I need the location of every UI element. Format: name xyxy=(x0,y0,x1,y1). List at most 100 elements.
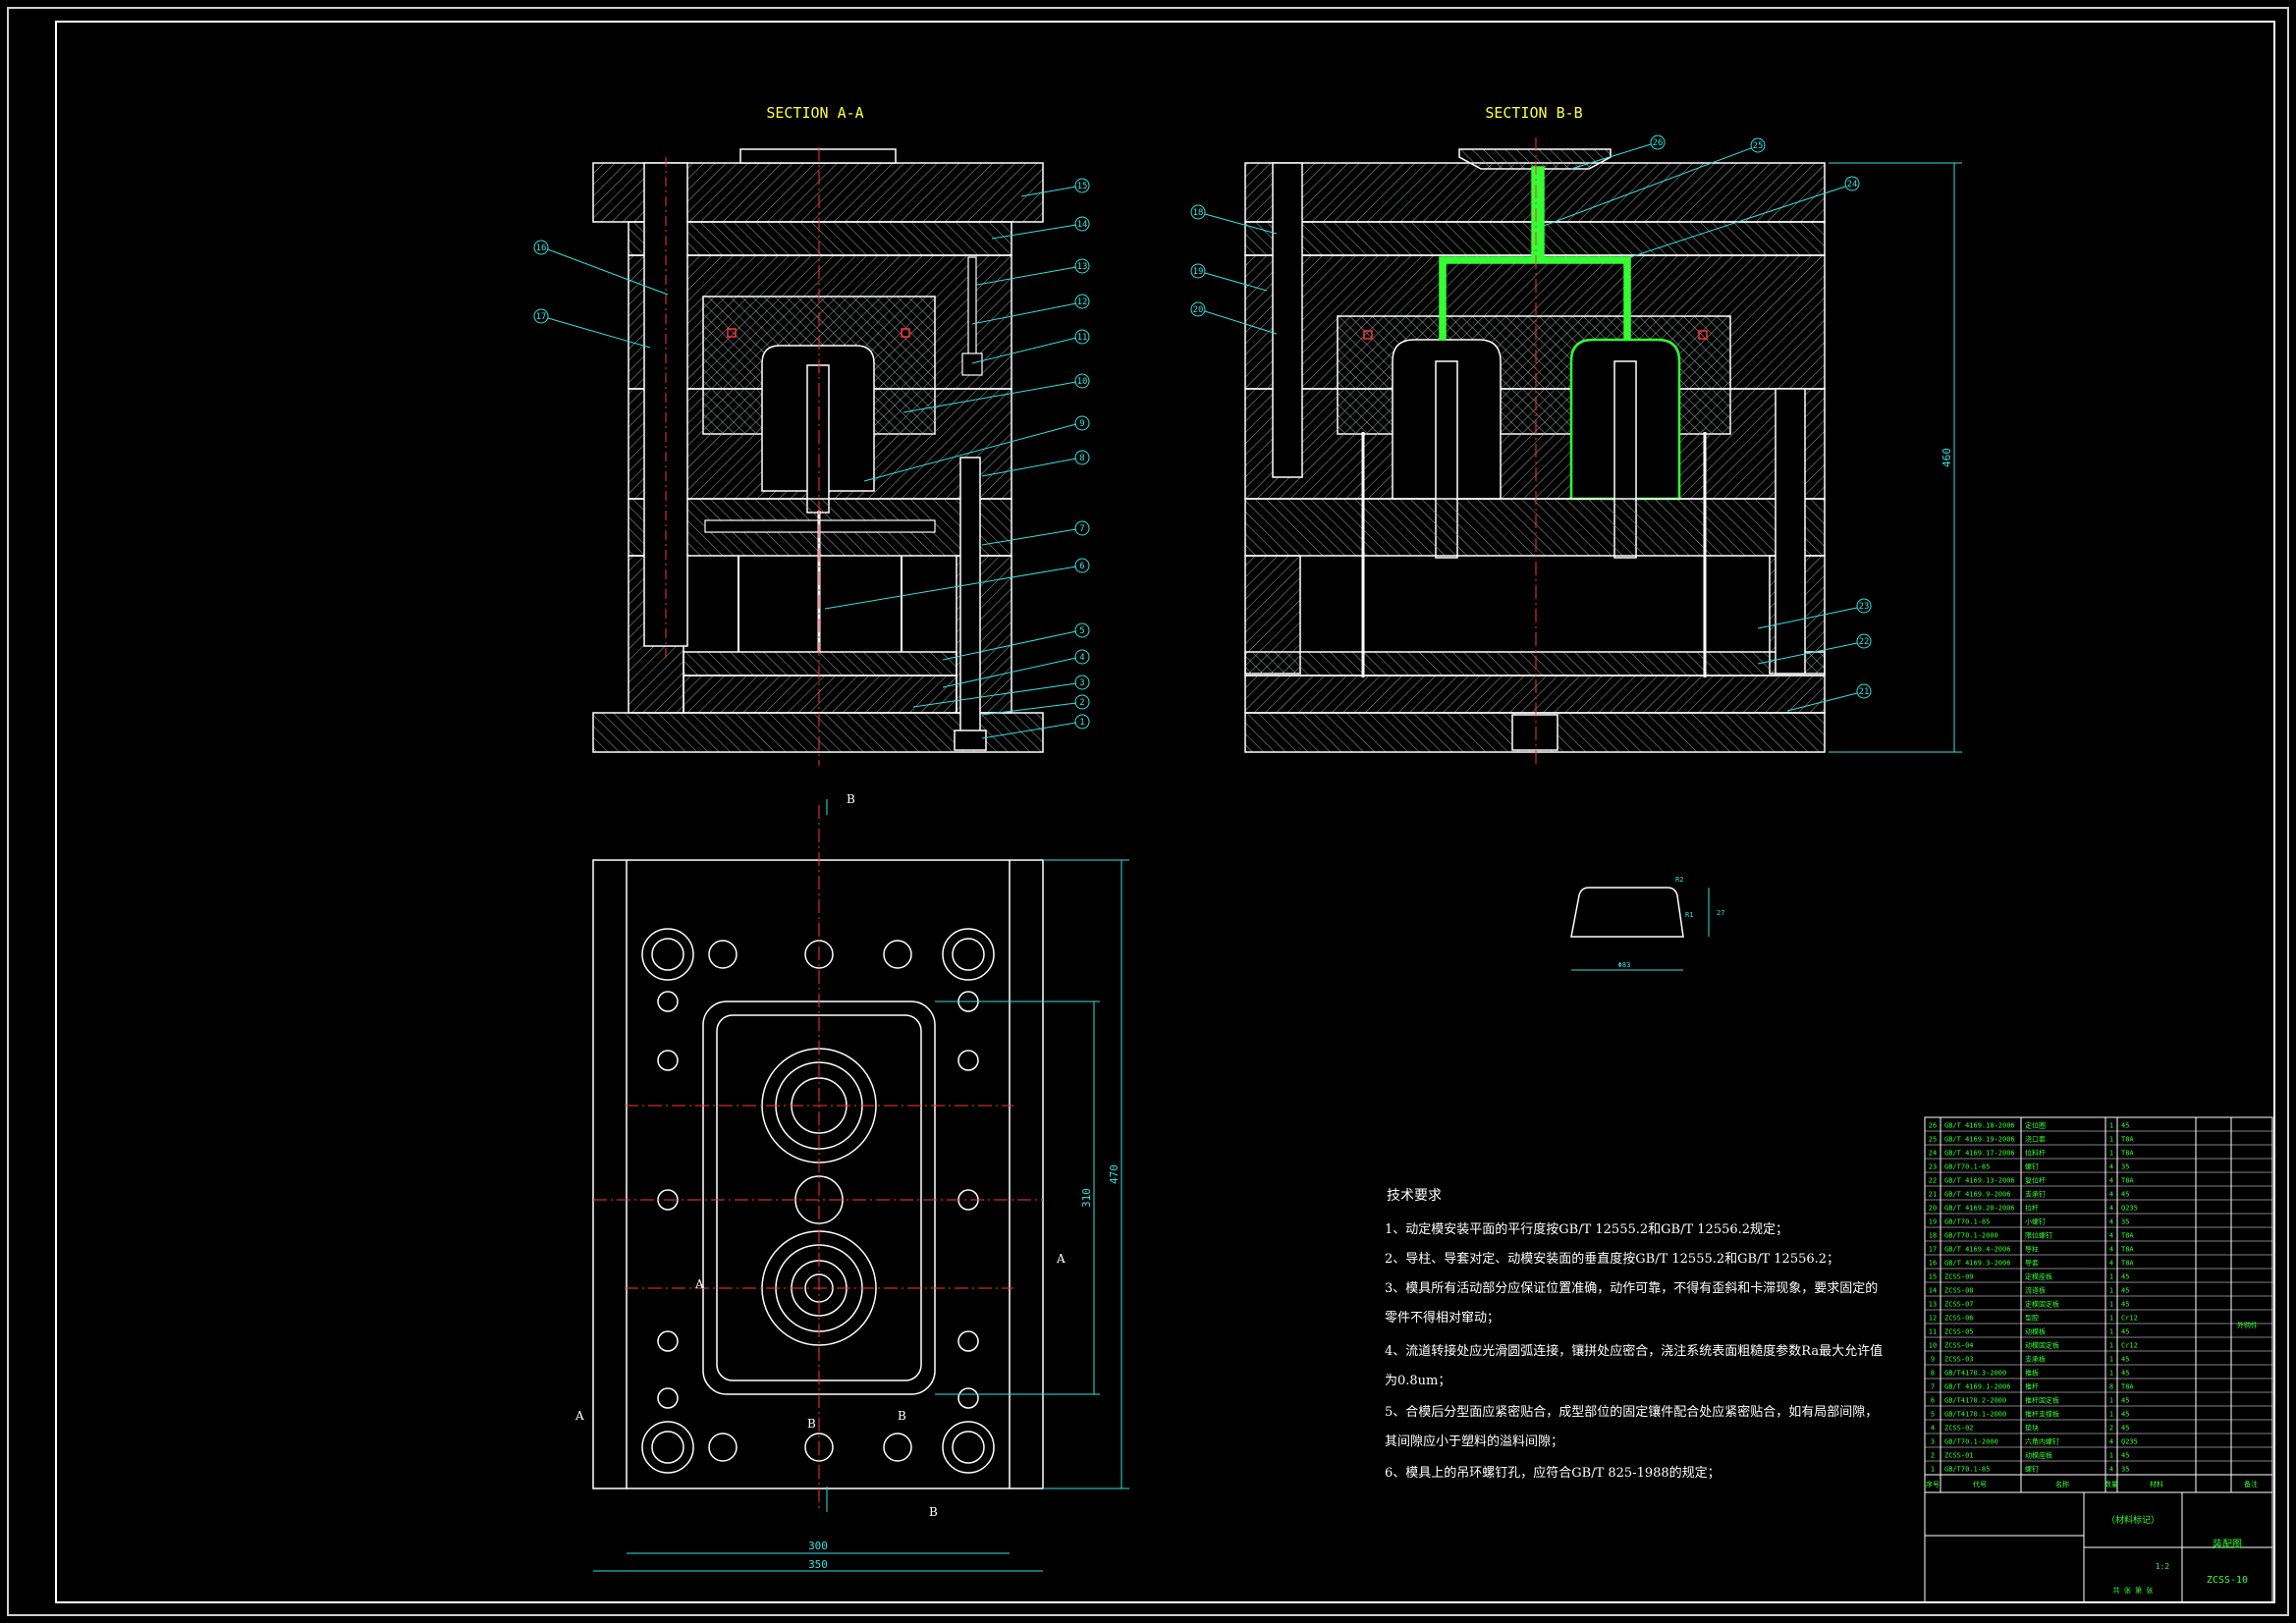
bom-cell: 16 xyxy=(1929,1260,1937,1268)
svg-text:7: 7 xyxy=(1079,524,1084,534)
bom-cell: 45 xyxy=(2121,1328,2129,1336)
bom-cell: 18 xyxy=(1929,1232,1937,1240)
bom-cell: 1 xyxy=(2109,1411,2113,1419)
bom-cell: T8A xyxy=(2121,1260,2134,1268)
bom-cell: ZCSS-09 xyxy=(1944,1273,1974,1281)
svg-text:18: 18 xyxy=(1193,208,1204,218)
bom-table xyxy=(1924,1116,2273,1603)
bom-cell: 2 xyxy=(1931,1452,1935,1460)
svg-text:材料: 材料 xyxy=(2150,1480,2163,1488)
svg-text:零件不得相对窜动；: 零件不得相对窜动； xyxy=(1385,1310,1500,1325)
bom-cell: 1 xyxy=(2109,1136,2113,1144)
bom-cell: GB/T 4169.13-2006 xyxy=(1944,1177,2015,1185)
bom-cell: T8A xyxy=(2121,1150,2134,1158)
svg-text:4: 4 xyxy=(1079,653,1084,663)
svg-text:16: 16 xyxy=(536,243,547,253)
bom-side-note: 外购件 xyxy=(2237,1321,2258,1329)
bom-cell: 4 xyxy=(2109,1260,2113,1268)
bom-cell: 1 xyxy=(2109,1287,2113,1295)
dim-300: 300 xyxy=(808,1540,828,1552)
bom-cell: 1 xyxy=(2109,1122,2113,1130)
bom-cell: 1 xyxy=(2109,1452,2113,1460)
bom-cell: 1 xyxy=(1931,1466,1935,1474)
bom-cell: 4 xyxy=(2109,1466,2113,1474)
bom-cell: 支承板 xyxy=(2025,1355,2046,1364)
svg-text:6、模具上的吊环螺钉孔，应符合GB/T 825-1988的规: 6、模具上的吊环螺钉孔，应符合GB/T 825-1988的规定； xyxy=(1385,1465,1721,1481)
bom-cell: ZCSS-05 xyxy=(1944,1328,1974,1336)
svg-text:8: 8 xyxy=(1079,454,1084,463)
svg-text:21: 21 xyxy=(1859,687,1870,697)
bom-cell: 流道板 xyxy=(2025,1286,2046,1295)
bom-cell: 45 xyxy=(2121,1191,2129,1199)
bom-cell: 螺钉 xyxy=(2025,1163,2039,1171)
bom-cell: 17 xyxy=(1929,1246,1937,1254)
bom-cell: 35 xyxy=(2121,1218,2129,1226)
detail-dim-h: 27 xyxy=(1717,909,1724,917)
cut-label-b-mid: B xyxy=(807,1417,816,1431)
bom-cell: 动模座板 xyxy=(2025,1451,2052,1460)
svg-text:23: 23 xyxy=(1859,602,1870,612)
bom-cell: 4 xyxy=(2109,1232,2113,1240)
bom-cell: 9 xyxy=(1931,1356,1935,1364)
svg-text:22: 22 xyxy=(1859,637,1870,647)
bom-cell: 拉料杆 xyxy=(2025,1149,2046,1158)
dim-460: 460 xyxy=(1941,448,1953,467)
svg-text:3、模具所有活动部分应保证位置准确，动作可靠，不得有歪斜和卡: 3、模具所有活动部分应保证位置准确，动作可靠，不得有歪斜和卡滞现象，要求固定的 xyxy=(1385,1280,1878,1296)
dim-350: 350 xyxy=(808,1558,828,1571)
svg-text:为0.8um；: 为0.8um； xyxy=(1385,1374,1450,1388)
bom-cell: 推杆支撑板 xyxy=(2025,1410,2059,1419)
svg-text:13: 13 xyxy=(1077,262,1088,272)
cut-label-b-bottom: B xyxy=(929,1505,938,1519)
bom-cell: 35 xyxy=(2121,1466,2129,1474)
svg-text:数量: 数量 xyxy=(2105,1480,2118,1488)
svg-text:20: 20 xyxy=(1193,305,1204,315)
bom-cell: 小螺钉 xyxy=(2025,1217,2046,1226)
bom-cell: Cr12 xyxy=(2121,1342,2138,1350)
bom-cell: 定位圈 xyxy=(2025,1121,2046,1130)
bom-cell: 推杆 xyxy=(2025,1382,2039,1391)
bom-cell: GB/T 4169.20-2006 xyxy=(1944,1205,2015,1213)
svg-text:12: 12 xyxy=(1077,298,1088,307)
bom-cell: 7 xyxy=(1931,1383,1935,1391)
section-b-balloon-labels: 26 25 24 18 19 20 23 22 21 xyxy=(1193,138,1870,697)
bom-cell: 4 xyxy=(2109,1163,2113,1171)
bom-cell: 动模板 xyxy=(2025,1327,2046,1336)
bom-cell: 定模固定板 xyxy=(2025,1300,2059,1309)
bom-cell: GB/T4170.3-2000 xyxy=(1944,1370,2006,1378)
svg-text:26: 26 xyxy=(1653,138,1664,148)
bom-cell: 8 xyxy=(1931,1370,1935,1378)
bom-cell: 45 xyxy=(2121,1397,2129,1405)
bom-cell: 1 xyxy=(2109,1315,2113,1323)
bom-cell: 4 xyxy=(1931,1425,1935,1433)
bom-cell: GB/T70.1-2000 xyxy=(1944,1232,1998,1240)
bom-cell: T8A xyxy=(2121,1246,2134,1254)
bom-cell: 推板 xyxy=(2025,1369,2039,1378)
tech-req-list: 1、动定模安装平面的平行度按GB/T 12555.2和GB/T 12556.2规… xyxy=(1385,1221,1883,1481)
svg-text:9: 9 xyxy=(1079,419,1084,429)
bom-cell: 1 xyxy=(2109,1370,2113,1378)
bom-cell: 1 xyxy=(2109,1342,2113,1350)
svg-text:15: 15 xyxy=(1077,182,1088,191)
bom-cell: T8A xyxy=(2121,1232,2134,1240)
svg-text:名称: 名称 xyxy=(2055,1480,2069,1488)
bom-cell: 8 xyxy=(2109,1383,2113,1391)
bom-cell: T8A xyxy=(2121,1177,2134,1185)
bom-cell: 1 xyxy=(2109,1356,2113,1364)
cut-label-a-left: A xyxy=(574,1409,584,1423)
bom-cell: GB/T70.1-85 xyxy=(1944,1163,1990,1171)
svg-text:5、合模后分型面应紧密贴合，成型部位的固定镶件配合处应紧密贴: 5、合模后分型面应紧密贴合，成型部位的固定镶件配合处应紧密贴合，如有局部间隙， xyxy=(1385,1404,1878,1420)
bom-cell: 推杆固定板 xyxy=(2025,1396,2059,1405)
section-b-view xyxy=(1244,137,1962,766)
bom-cell: 垫块 xyxy=(2025,1424,2039,1433)
bom-cell: Q235 xyxy=(2121,1205,2138,1213)
dim-470: 470 xyxy=(1108,1164,1121,1184)
plan-view xyxy=(592,805,1044,1512)
bom-cell: 1 xyxy=(2109,1328,2113,1336)
svg-text:3: 3 xyxy=(1079,678,1084,688)
bom-cell: 23 xyxy=(1929,1163,1937,1171)
section-a-balloons xyxy=(533,178,1090,739)
svg-text:2: 2 xyxy=(1079,698,1084,708)
svg-text:1、动定模安装平面的平行度按GB/T 12555.2和GB/: 1、动定模安装平面的平行度按GB/T 12555.2和GB/T 12556.2规… xyxy=(1385,1221,1788,1237)
svg-text:2、导柱、导套对定、动模安装面的垂直度按GB/T 12555: 2、导柱、导套对定、动模安装面的垂直度按GB/T 12555.2和GB/T 12… xyxy=(1385,1251,1839,1267)
